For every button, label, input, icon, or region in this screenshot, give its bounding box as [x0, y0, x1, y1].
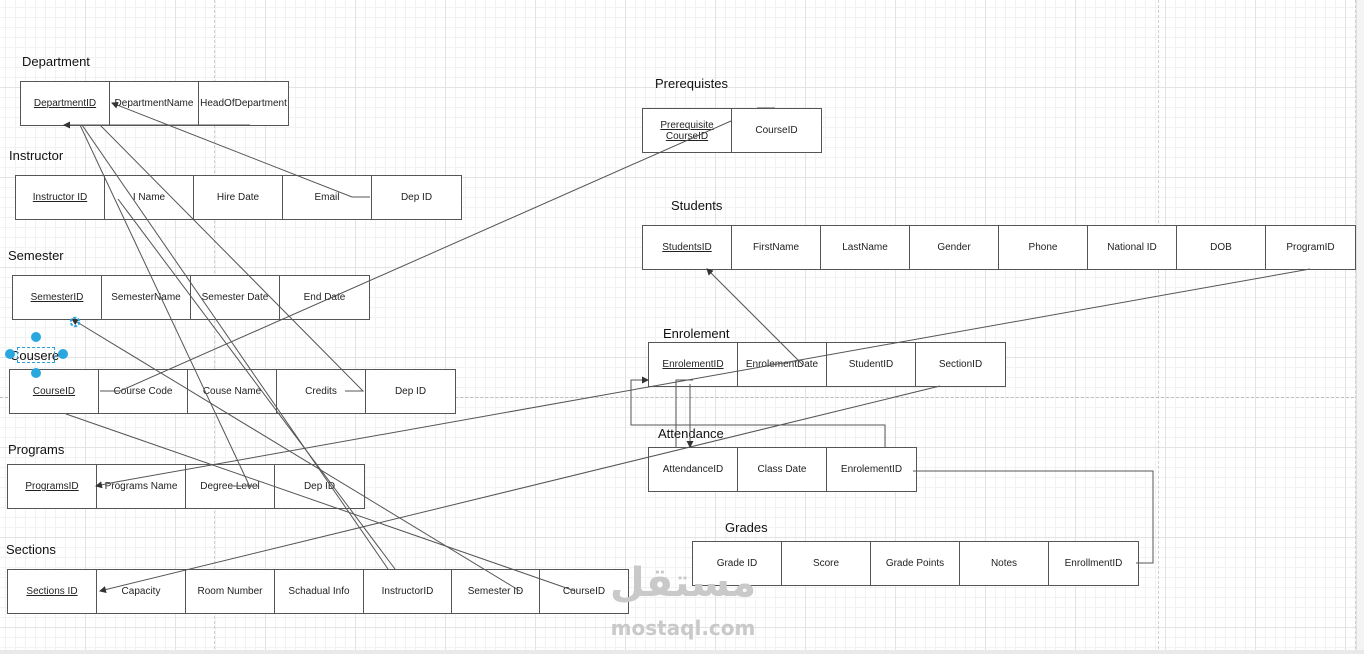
programs-title[interactable]: Programs	[8, 442, 65, 457]
semester-col-enddate[interactable]: End Date	[303, 292, 346, 303]
department-table[interactable]: DepartmentID DepartmentName HeadOfDepart…	[20, 81, 289, 126]
attendance-table[interactable]: AttendanceID Class Date EnrolementID	[648, 447, 917, 492]
connector-sections-to-semester[interactable]	[71, 318, 521, 592]
attendance-col-attendanceid[interactable]: AttendanceID	[649, 448, 738, 491]
selection-box[interactable]	[17, 347, 55, 363]
sections-table[interactable]: Sections ID Capacity Room Number Schadua…	[7, 569, 629, 614]
sections-title[interactable]: Sections	[6, 542, 56, 557]
page-guide-vertical	[1355, 0, 1356, 654]
sections-col-sectionsid[interactable]: Sections ID	[8, 570, 97, 613]
resize-handle-left[interactable]	[5, 349, 15, 359]
enrolement-col-enrolementdate[interactable]: EnrolementDate	[738, 343, 827, 386]
prerequistes-col-prerequisitecourseid[interactable]: Prerequisite CourseID	[643, 109, 732, 152]
sections-col-schadualinfo[interactable]: Schadual Info	[275, 570, 364, 613]
department-col-departmentname[interactable]: DepartmentName	[110, 82, 199, 125]
semester-title[interactable]: Semester	[8, 248, 64, 263]
attendance-col-enrolementid[interactable]: EnrolementID	[840, 464, 903, 475]
grades-col-notes[interactable]: Notes	[960, 542, 1049, 585]
department-col-departmentid[interactable]: DepartmentID	[21, 82, 110, 125]
prerequistes-col-courseid[interactable]: CourseID	[755, 125, 798, 136]
semester-col-semestername[interactable]: SemesterName	[102, 276, 191, 319]
cousere-col-depid[interactable]: Dep ID	[394, 386, 427, 397]
department-col-headofdepartment[interactable]: HeadOfDepartment	[200, 98, 287, 109]
department-title[interactable]: Department	[22, 54, 90, 69]
sections-col-courseid[interactable]: CourseID	[562, 586, 606, 597]
resize-handle-bottom[interactable]	[31, 368, 41, 378]
grades-title[interactable]: Grades	[725, 520, 768, 535]
cousere-title[interactable]: Cousere	[10, 348, 60, 363]
students-col-studentsid[interactable]: StudentsID	[643, 226, 732, 269]
cousere-col-coursecode[interactable]: Course Code	[99, 370, 188, 413]
instructor-table[interactable]: Instructor ID I Name Hire Date Email Dep…	[15, 175, 462, 220]
canvas-scrollbar[interactable]	[1356, 0, 1364, 654]
instructor-col-instructorid[interactable]: Instructor ID	[16, 176, 105, 219]
resize-handle-top[interactable]	[31, 332, 41, 342]
programs-col-depid[interactable]: Dep ID	[303, 481, 336, 492]
semester-col-semesterid[interactable]: SemesterID	[13, 276, 102, 319]
students-col-firstname[interactable]: FirstName	[732, 226, 821, 269]
students-col-dob[interactable]: DOB	[1177, 226, 1266, 269]
instructor-col-hiredate[interactable]: Hire Date	[194, 176, 283, 219]
cousere-col-courseid[interactable]: CourseID	[10, 370, 99, 413]
sections-col-semesterid[interactable]: Semester ID	[452, 570, 540, 613]
grades-col-enrollmentid[interactable]: EnrollmentID	[1064, 558, 1123, 569]
students-title[interactable]: Students	[671, 198, 723, 213]
prerequistes-title[interactable]: Prerequistes	[655, 76, 728, 91]
instructor-title[interactable]: Instructor	[9, 148, 64, 163]
students-col-lastname[interactable]: LastName	[821, 226, 910, 269]
instructor-col-email[interactable]: Email	[283, 176, 372, 219]
attendance-col-classdate[interactable]: Class Date	[738, 448, 827, 491]
resize-handle-right[interactable]	[58, 349, 68, 359]
sections-col-roomnumber[interactable]: Room Number	[186, 570, 275, 613]
watermark-latin: mostaql.com	[610, 616, 756, 640]
sections-col-capacity[interactable]: Capacity	[97, 570, 186, 613]
enrolement-col-studentid[interactable]: StudentID	[827, 343, 916, 386]
grades-col-score[interactable]: Score	[782, 542, 871, 585]
instructor-col-depid[interactable]: Dep ID	[400, 192, 433, 203]
students-col-programid[interactable]: ProgramID	[1286, 242, 1335, 253]
instructor-col-iname[interactable]: I Name	[105, 176, 194, 219]
rotate-handle-icon[interactable]	[69, 316, 81, 328]
cousere-table[interactable]: CourseID Course Code Couse Name Credits …	[9, 369, 456, 414]
watermark-arabic: مستقل	[609, 560, 757, 606]
semester-table[interactable]: SemesterID SemesterName Semester Date En…	[12, 275, 370, 320]
students-col-nationalid[interactable]: National ID	[1088, 226, 1177, 269]
page-guide-vertical	[1158, 0, 1159, 654]
students-col-gender[interactable]: Gender	[910, 226, 999, 269]
sections-col-instructorid[interactable]: InstructorID	[364, 570, 452, 613]
horizontal-scrollbar[interactable]	[0, 650, 1364, 654]
programs-col-programsid[interactable]: ProgramsID	[8, 465, 97, 508]
enrolement-title[interactable]: Enrolement	[663, 326, 730, 341]
attendance-title[interactable]: Attendance	[658, 426, 724, 441]
cousere-col-credits[interactable]: Credits	[277, 370, 366, 413]
semester-col-semesterdate[interactable]: Semester Date	[191, 276, 280, 319]
enrolement-col-enrolementid[interactable]: EnrolementID	[649, 343, 738, 386]
programs-table[interactable]: ProgramsID Programs Name Degree Level De…	[7, 464, 365, 509]
connector-cousere-depid-to-department[interactable]	[99, 124, 365, 392]
programs-col-programsname[interactable]: Programs Name	[97, 465, 186, 508]
connector-prerequistes-to-cousere[interactable]	[100, 120, 732, 392]
enrolement-table[interactable]: EnrolementID EnrolementDate StudentID Se…	[648, 342, 1006, 387]
cousere-col-cousename[interactable]: Couse Name	[188, 370, 277, 413]
prerequistes-table[interactable]: Prerequisite CourseID CourseID	[642, 108, 822, 153]
students-col-phone[interactable]: Phone	[999, 226, 1088, 269]
grades-col-gradepoints[interactable]: Grade Points	[871, 542, 960, 585]
students-table[interactable]: StudentsID FirstName LastName Gender Pho…	[642, 225, 1356, 270]
mostaql-watermark: مستقل mostaql.com	[598, 560, 768, 640]
programs-col-degreelevel[interactable]: Degree Level	[186, 465, 275, 508]
enrolement-col-sectionid[interactable]: SectionID	[938, 359, 983, 370]
